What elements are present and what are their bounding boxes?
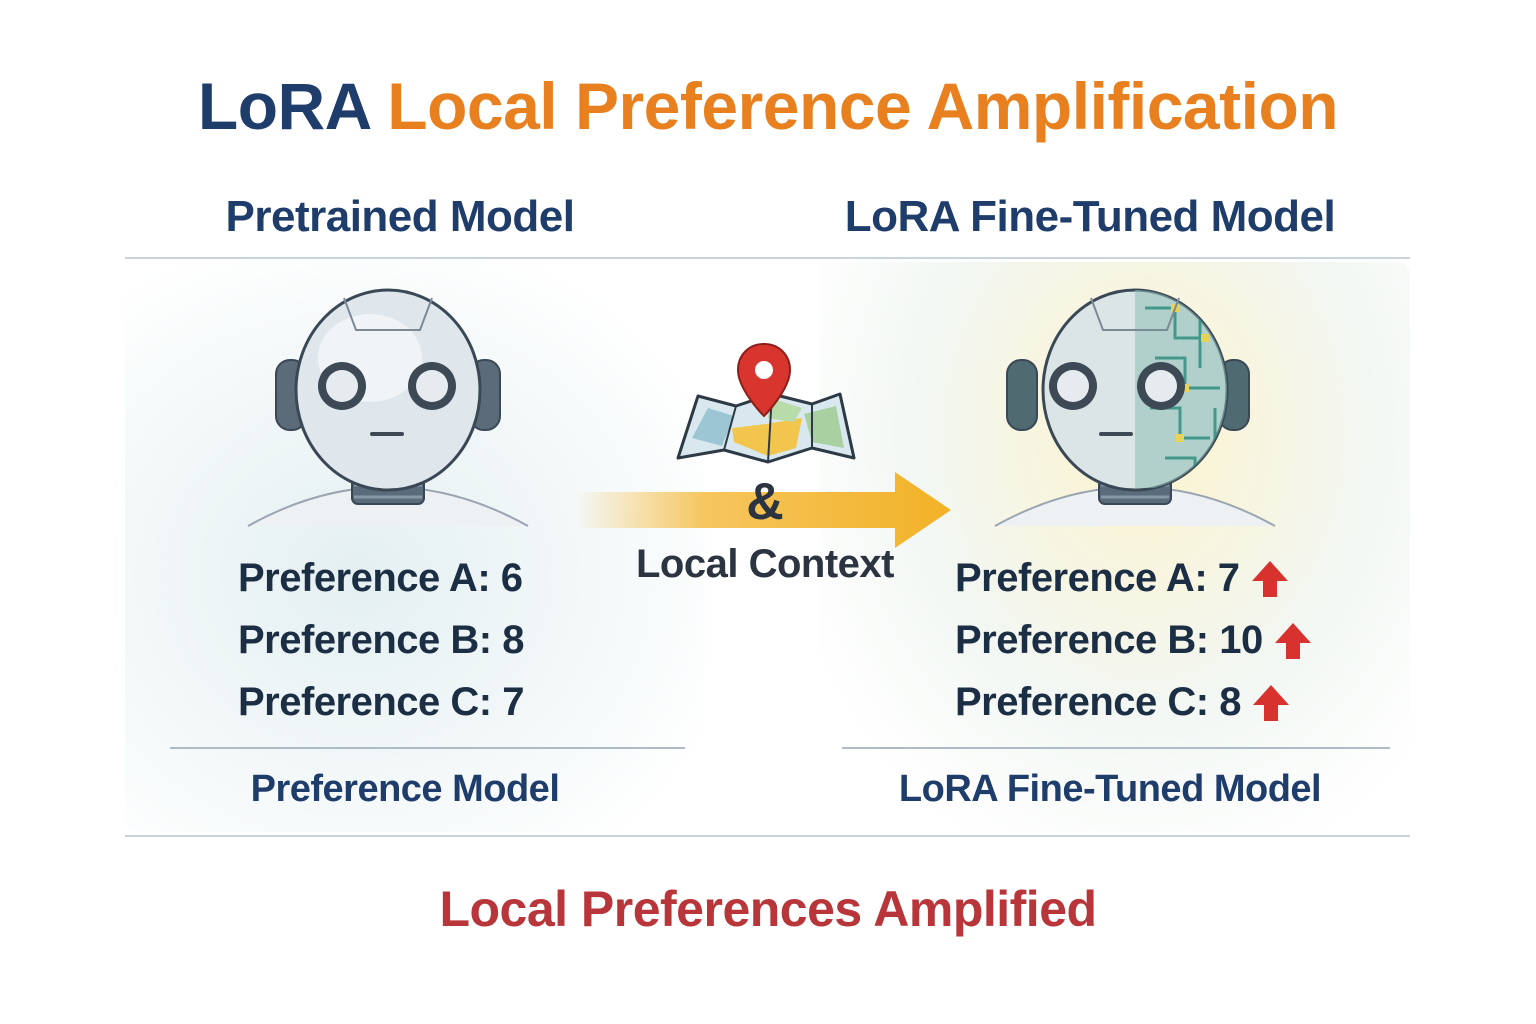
top-divider [125,257,1410,259]
pref-label: Preference A: 7 [955,556,1240,600]
up-arrow-icon [1251,560,1288,597]
map-pin-icon [676,342,856,464]
pref-label: Preference B: 8 [238,618,524,662]
right-heading: LoRA Fine-Tuned Model [844,192,1336,241]
right-pref-b: Preference B: 10 [955,618,1313,663]
robot-icon [247,288,529,527]
pref-label: Preference A: 6 [238,556,523,600]
arrow-right-icon [575,472,951,548]
left-heading: Pretrained Model [225,192,575,241]
left-pref-c: Preference C: 7 [238,680,524,725]
up-arrow-icon [1252,684,1289,721]
right-pref-a: Preference A: 7 [955,556,1290,601]
left-divider [170,747,685,749]
local-context-label: Local Context [636,542,894,586]
pref-label: Preference C: 8 [955,680,1241,724]
title-main: Local Preference Amplification [387,69,1339,143]
up-arrow-icon [1274,622,1311,659]
footer-text: Local Preferences Amplified [439,881,1097,937]
title-lora: LoRA [197,69,370,143]
bottom-divider [125,835,1410,837]
left-pref-b: Preference B: 8 [238,618,524,663]
right-divider [842,747,1390,749]
pref-label: Preference C: 7 [238,680,524,724]
pref-label: Preference B: 10 [955,618,1263,662]
left-pref-a: Preference A: 6 [238,556,523,601]
right-pref-c: Preference C: 8 [955,680,1291,725]
left-caption: Preference Model [250,768,560,810]
robot-circuit-icon [994,288,1276,527]
page-title: LoRA Local Preference Amplification [0,68,1536,144]
right-caption: LoRA Fine-Tuned Model [898,768,1322,810]
ampersand: & [746,473,784,531]
